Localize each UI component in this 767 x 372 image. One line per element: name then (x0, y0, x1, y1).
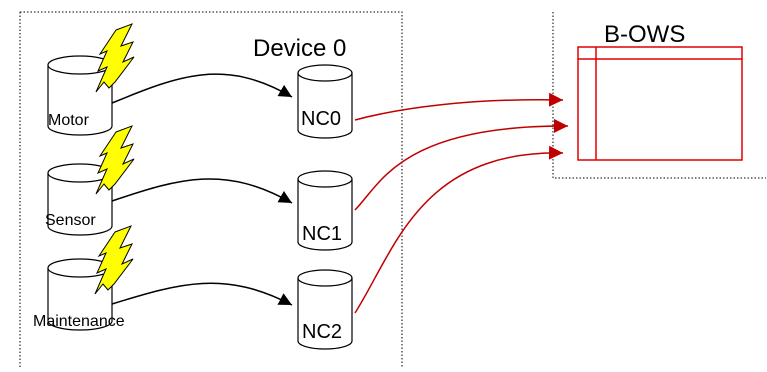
lightning-bolt-icon (95, 23, 135, 93)
link-nc0-to-b-ows (354, 92, 564, 121)
channel-nc2: NC2 (297, 269, 353, 350)
cylinder-icon (297, 64, 353, 139)
cylinder-icon (297, 170, 353, 251)
cylinder-icon (47, 258, 113, 331)
channel-label-nc0: NC0 (301, 108, 341, 130)
link-nc2-to-b-ows (354, 145, 564, 314)
device-0-title: Device 0 (253, 35, 346, 62)
source-label-motor: Motor (48, 112, 90, 129)
lightning-bolt-icon (94, 225, 134, 295)
source-sensor: Sensor (45, 125, 135, 236)
cylinder-icon (47, 163, 113, 236)
source-label-sensor: Sensor (45, 212, 96, 229)
source-label-maintenance: Maintenance (33, 313, 125, 330)
arrow-motor-to-nc0 (111, 73, 293, 104)
channel-nc0: NC0 (297, 64, 353, 139)
b-ows-border (552, 12, 766, 179)
link-nc1-to-b-ows (354, 118, 569, 211)
channel-nc1: NC1 (297, 170, 353, 251)
window-table-icon (577, 46, 743, 161)
channel-label-nc1: NC1 (302, 223, 342, 245)
cylinder-icon (297, 269, 353, 350)
channel-label-nc2: NC2 (302, 321, 342, 343)
source-maintenance: Maintenance (33, 225, 134, 331)
b-ows-title: B-OWS (604, 21, 685, 48)
arrow-maintenance-to-nc2 (111, 282, 293, 306)
source-motor: Motor (47, 23, 135, 136)
device-0-border (19, 11, 403, 368)
lightning-bolt-icon (95, 125, 135, 195)
device-0-container: Device 0 (19, 11, 403, 368)
b-ows-container: B-OWS (552, 12, 766, 179)
arrow-sensor-to-nc1 (111, 178, 293, 204)
